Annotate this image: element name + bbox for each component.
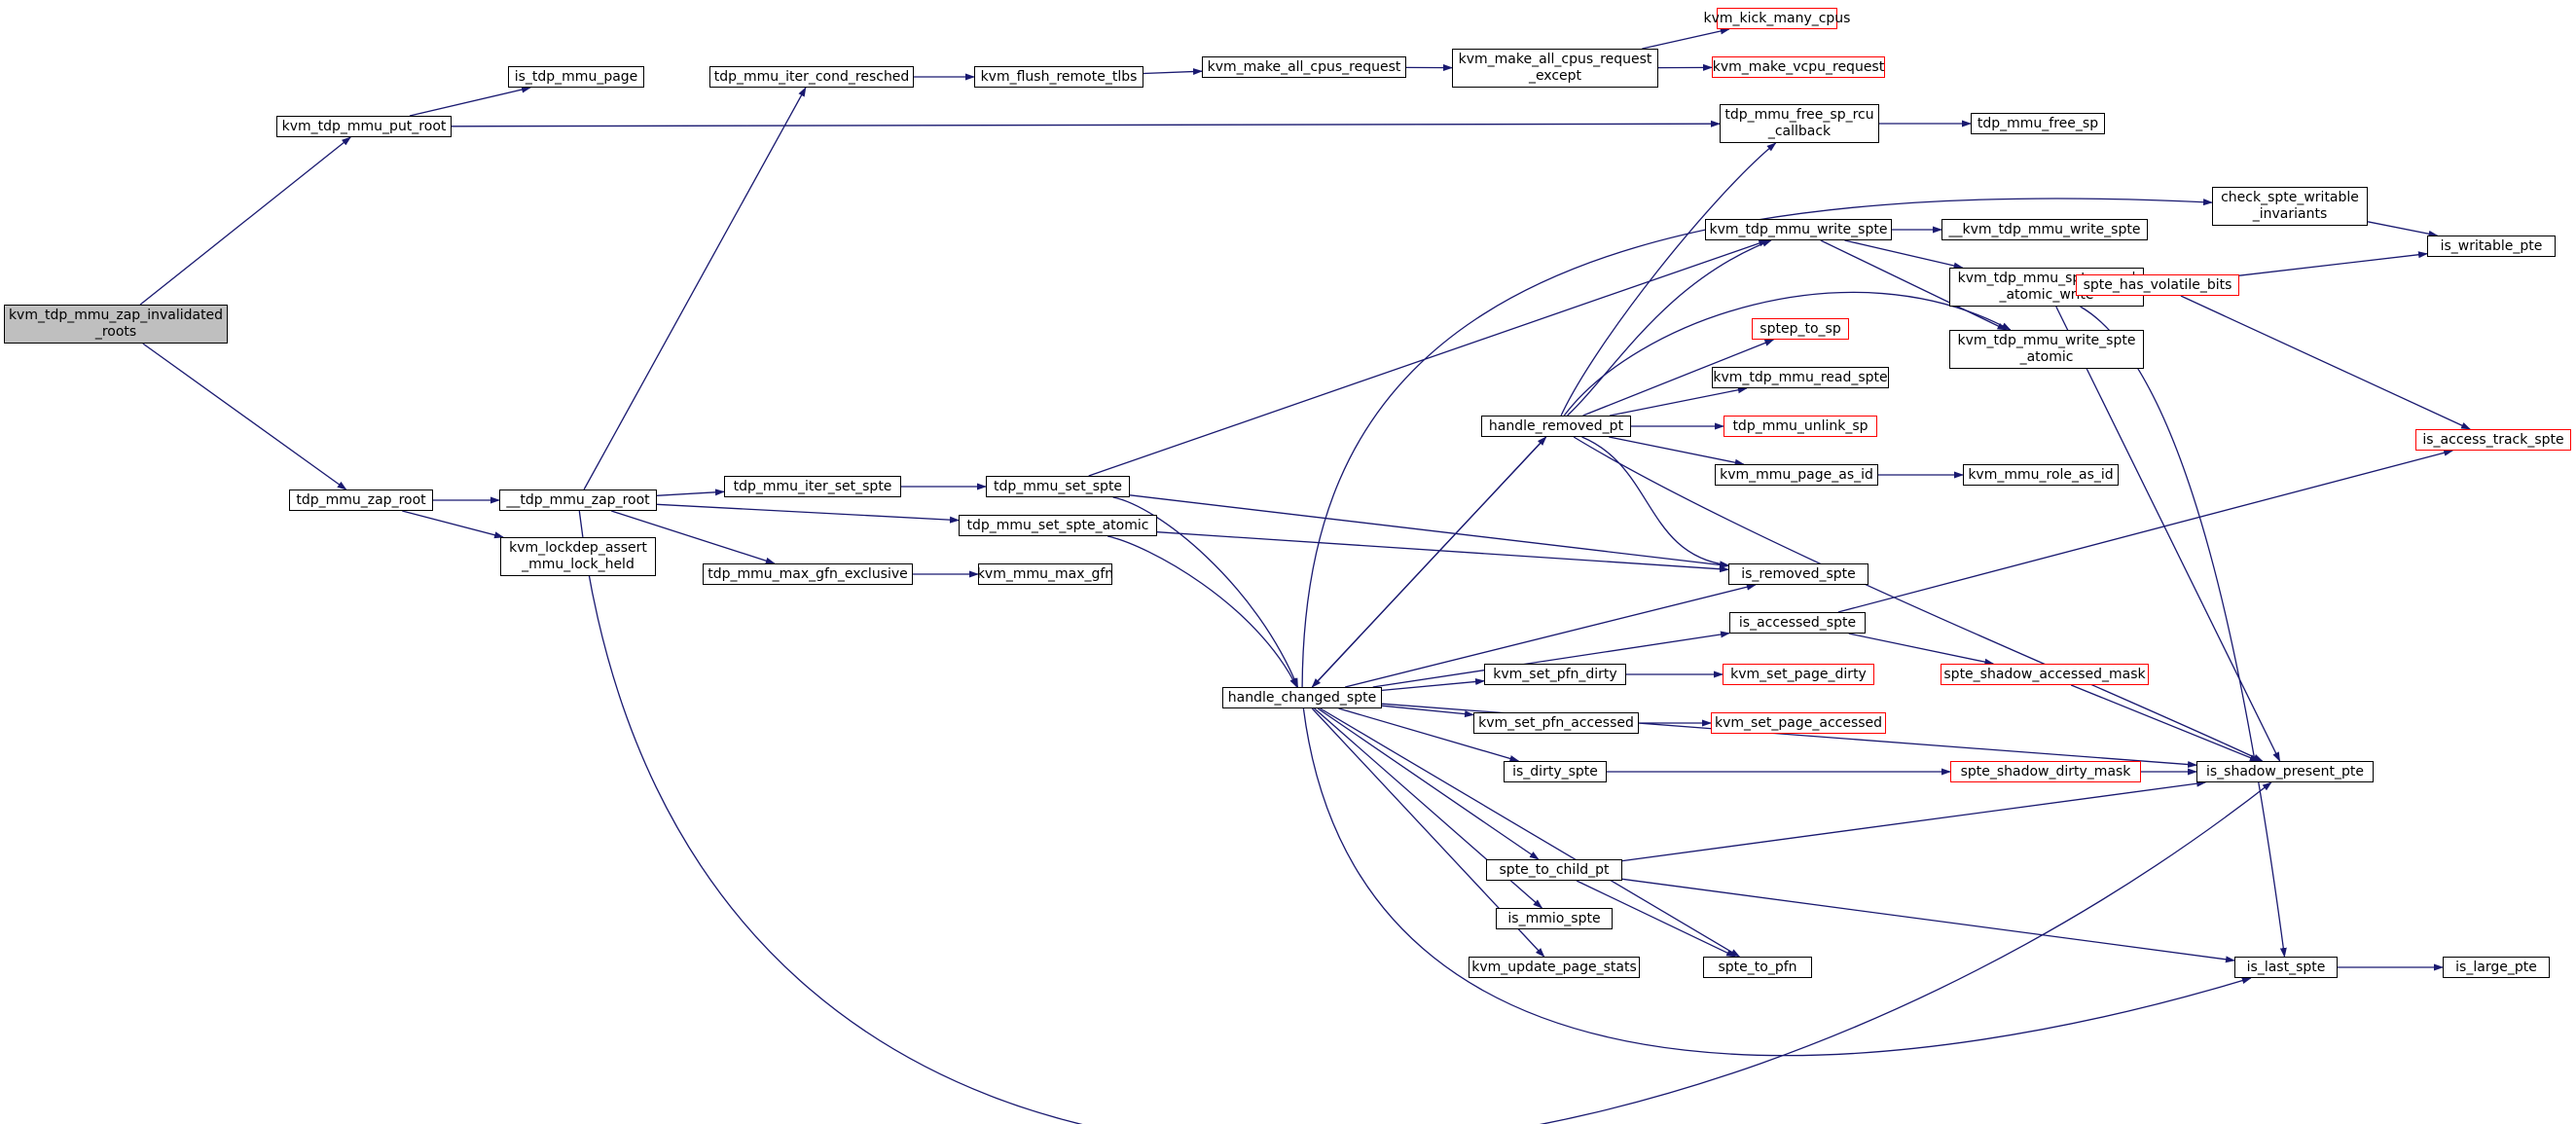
node-spte-has-volatile-bits[interactable]: spte_has_volatile_bits bbox=[2076, 274, 2239, 296]
node-check-spte-writable-invariants[interactable]: check_spte_writable _invariants bbox=[2212, 187, 2368, 226]
node-tdp-mmu-unlink-sp[interactable]: tdp_mmu_unlink_sp bbox=[1723, 416, 1877, 437]
node-handle-removed-pt[interactable]: handle_removed_pt bbox=[1481, 416, 1631, 437]
edge-accessed_mask-to-shadow_present bbox=[2070, 684, 2260, 762]
node-is-access-track-spte[interactable]: is_access_track_spte bbox=[2415, 429, 2571, 451]
node-tdp-mmu-free-sp[interactable]: tdp_mmu_free_sp bbox=[1971, 113, 2105, 134]
node-kvm-flush-remote-tlbs[interactable]: kvm_flush_remote_tlbs bbox=[974, 66, 1143, 88]
edge-need_atomic-to-shadow_present bbox=[2055, 306, 2281, 762]
edge-handle_changed-to-child_pt bbox=[1317, 707, 1540, 860]
node-is-tdp-mmu-page[interactable]: is_tdp_mmu_page bbox=[508, 66, 644, 88]
edge-handle_removed-to-free_rcu bbox=[1560, 142, 1777, 417]
node-spte-shadow-accessed-mask[interactable]: spte_shadow_accessed_mask bbox=[1941, 664, 2149, 685]
edge-uu_zap_root-to-max_gfn_excl bbox=[611, 510, 776, 564]
edge-root-to-put_root bbox=[139, 136, 351, 306]
node-tdp-mmu-free-sp-rcu-callback[interactable]: tdp_mmu_free_sp_rcu _callback bbox=[1720, 104, 1879, 143]
node-tdp-mmu-iter-set-spte[interactable]: tdp_mmu_iter_set_spte bbox=[724, 476, 901, 497]
node-tdp-mmu-max-gfn-exclusive[interactable]: tdp_mmu_max_gfn_exclusive bbox=[703, 563, 913, 585]
edge-handle_removed-to-handle_changed bbox=[1311, 436, 1547, 688]
edge-handle_changed-to-dirty_spte bbox=[1338, 707, 1520, 762]
edge-handle_changed-to-pfn_accessed bbox=[1381, 705, 1474, 718]
node-tdp-mmu-set-spte[interactable]: tdp_mmu_set_spte bbox=[986, 476, 1130, 497]
node-kvm-mmu-max-gfn[interactable]: kvm_mmu_max_gfn bbox=[977, 563, 1113, 585]
node-kvm-make-all-cpus-request-except[interactable]: kvm_make_all_cpus_request _except bbox=[1452, 49, 1658, 88]
edge-child_pt-to-shadow_present bbox=[1621, 780, 2207, 862]
edge-handle_removed-to-page_as_id bbox=[1609, 436, 1745, 466]
node-is-dirty-spte[interactable]: is_dirty_spte bbox=[1504, 761, 1607, 782]
node-kvm-update-page-stats[interactable]: kvm_update_page_stats bbox=[1469, 957, 1640, 978]
edge-flush_tlbs-to-all_cpus bbox=[1143, 68, 1203, 76]
edge-put_root-to-is_tdp_page bbox=[409, 86, 531, 117]
node-tdp-mmu-set-spte-atomic[interactable]: tdp_mmu_set_spte_atomic bbox=[959, 515, 1157, 536]
edge-child_pt-to-last_spte bbox=[1621, 878, 2235, 963]
edge-handle_removed-to-write_spte bbox=[1567, 239, 1772, 417]
edge-write_spte-to-write_atomic bbox=[1820, 239, 2008, 331]
node-kvm-tdp-mmu-zap-invalidated-roots: kvm_tdp_mmu_zap_invalidated _roots bbox=[4, 305, 228, 344]
edge-set_spte-to-removed_spte bbox=[1129, 494, 1729, 568]
node-kvm-mmu-role-as-id[interactable]: kvm_mmu_role_as_id bbox=[1963, 464, 2119, 486]
edge-handle_removed-to-shadow_present bbox=[1573, 436, 2264, 762]
edge-handle_changed-to-check_writable bbox=[1301, 198, 2213, 688]
node-kvm-set-page-dirty[interactable]: kvm_set_page_dirty bbox=[1723, 664, 1874, 685]
node-is-shadow-present-pte[interactable]: is_shadow_present_pte bbox=[2196, 761, 2374, 782]
call-edges bbox=[139, 27, 2472, 1124]
edge-uu_zap_root-to-cond_resched bbox=[583, 87, 807, 490]
node-kvm-set-pfn-accessed[interactable]: kvm_set_pfn_accessed bbox=[1473, 712, 1639, 734]
node-kvm-set-pfn-dirty[interactable]: kvm_set_pfn_dirty bbox=[1484, 664, 1626, 685]
edge-uu_zap_root-to-set_atomic bbox=[656, 503, 960, 524]
node-is-mmio-spte[interactable]: is_mmio_spte bbox=[1496, 908, 1613, 929]
node-spte-to-child-pt[interactable]: spte_to_child_pt bbox=[1486, 859, 1622, 881]
node-tdp-mmu-iter-cond-resched[interactable]: tdp_mmu_iter_cond_resched bbox=[709, 66, 914, 88]
node-uu-tdp-mmu-zap-root[interactable]: __tdp_mmu_zap_root bbox=[499, 489, 657, 511]
edge-accessed_spte-to-access_track bbox=[1837, 449, 2454, 613]
edge-write_spte-to-need_atomic bbox=[1844, 239, 1964, 270]
edge-uu_zap_root-to-shadow_present bbox=[578, 510, 2272, 1124]
edge-uu_zap_root-to-iter_set bbox=[656, 489, 725, 496]
node-tdp-mmu-zap-root[interactable]: tdp_mmu_zap_root bbox=[289, 489, 433, 511]
edge-all_cpus_except-to-kick_cpus bbox=[1642, 27, 1730, 50]
edge-set_atomic-to-removed_spte bbox=[1156, 531, 1729, 573]
edge-handle_removed-to-read_spte bbox=[1610, 386, 1748, 417]
edge-child_pt-to-spte_to_pfn bbox=[1576, 880, 1736, 958]
edge-handle_removed-to-write_atomic bbox=[1563, 291, 2012, 417]
node-is-writable-pte[interactable]: is_writable_pte bbox=[2427, 236, 2556, 257]
node-kvm-make-vcpu-request[interactable]: kvm_make_vcpu_request bbox=[1712, 56, 1885, 78]
node-is-large-pte[interactable]: is_large_pte bbox=[2443, 957, 2550, 978]
edge-handle_changed-to-spte_to_pfn bbox=[1320, 707, 1741, 958]
edge-handle_changed-to-last_spte bbox=[1302, 707, 2252, 1057]
edge-handle_removed-to-sptep_to_sp bbox=[1582, 339, 1775, 417]
edge-root-to-zap_root bbox=[142, 343, 347, 490]
edge-volatile-to-access_track bbox=[2180, 295, 2472, 430]
node-kvm-tdp-mmu-write-spte[interactable]: kvm_tdp_mmu_write_spte bbox=[1705, 219, 1892, 240]
edge-set_spte-to-handle_changed bbox=[1112, 496, 1299, 688]
edge-need_atomic-to-last_spte bbox=[2080, 306, 2287, 958]
node-sptep-to-sp[interactable]: sptep_to_sp bbox=[1752, 318, 1849, 340]
edge-handle_changed-to-pfn_dirty bbox=[1381, 678, 1485, 692]
node-is-last-spte[interactable]: is_last_spte bbox=[2234, 957, 2338, 978]
edge-handle_removed-to-removed_spte bbox=[1581, 436, 1729, 568]
node-kvm-lockdep-assert-mmu-lock-held[interactable]: kvm_lockdep_assert _mmu_lock_held bbox=[500, 537, 656, 576]
edge-handle_changed-to-accessed_spte bbox=[1372, 631, 1730, 688]
edge-accessed_spte-to-accessed_mask bbox=[1848, 633, 1995, 666]
node-uu-kvm-tdp-mmu-write-spte[interactable]: __kvm_tdp_mmu_write_spte bbox=[1941, 219, 2148, 240]
edge-check_writable-to-is_writable bbox=[2367, 221, 2439, 237]
node-is-removed-spte[interactable]: is_removed_spte bbox=[1728, 563, 1869, 585]
node-handle-changed-spte[interactable]: handle_changed_spte bbox=[1222, 687, 1382, 708]
node-spte-shadow-dirty-mask[interactable]: spte_shadow_dirty_mask bbox=[1950, 761, 2141, 782]
node-kvm-set-page-accessed[interactable]: kvm_set_page_accessed bbox=[1711, 712, 1886, 734]
edge-handle_changed-to-removed_spte bbox=[1345, 583, 1757, 688]
node-spte-to-pfn[interactable]: spte_to_pfn bbox=[1703, 957, 1812, 978]
edge-set_atomic-to-handle_changed bbox=[1107, 535, 1298, 688]
node-kvm-mmu-page-as-id[interactable]: kvm_mmu_page_as_id bbox=[1715, 464, 1878, 486]
edge-zap_root-to-lockdep bbox=[402, 510, 505, 539]
edge-volatile-to-is_writable bbox=[2238, 251, 2428, 276]
node-kvm-tdp-mmu-put-root[interactable]: kvm_tdp_mmu_put_root bbox=[276, 116, 452, 137]
node-kvm-make-all-cpus-request[interactable]: kvm_make_all_cpus_request bbox=[1202, 56, 1406, 78]
node-kvm-tdp-mmu-read-spte[interactable]: kvm_tdp_mmu_read_spte bbox=[1712, 367, 1889, 388]
node-is-accessed-spte[interactable]: is_accessed_spte bbox=[1729, 612, 1866, 634]
edge-put_root-to-free_rcu bbox=[451, 120, 1721, 127]
node-kvm-kick-many-cpus[interactable]: kvm_kick_many_cpus bbox=[1704, 8, 1850, 29]
edge-set_spte-to-write_spte bbox=[1088, 239, 1769, 477]
node-kvm-tdp-mmu-write-spte-atomic[interactable]: kvm_tdp_mmu_write_spte _atomic bbox=[1949, 330, 2144, 369]
